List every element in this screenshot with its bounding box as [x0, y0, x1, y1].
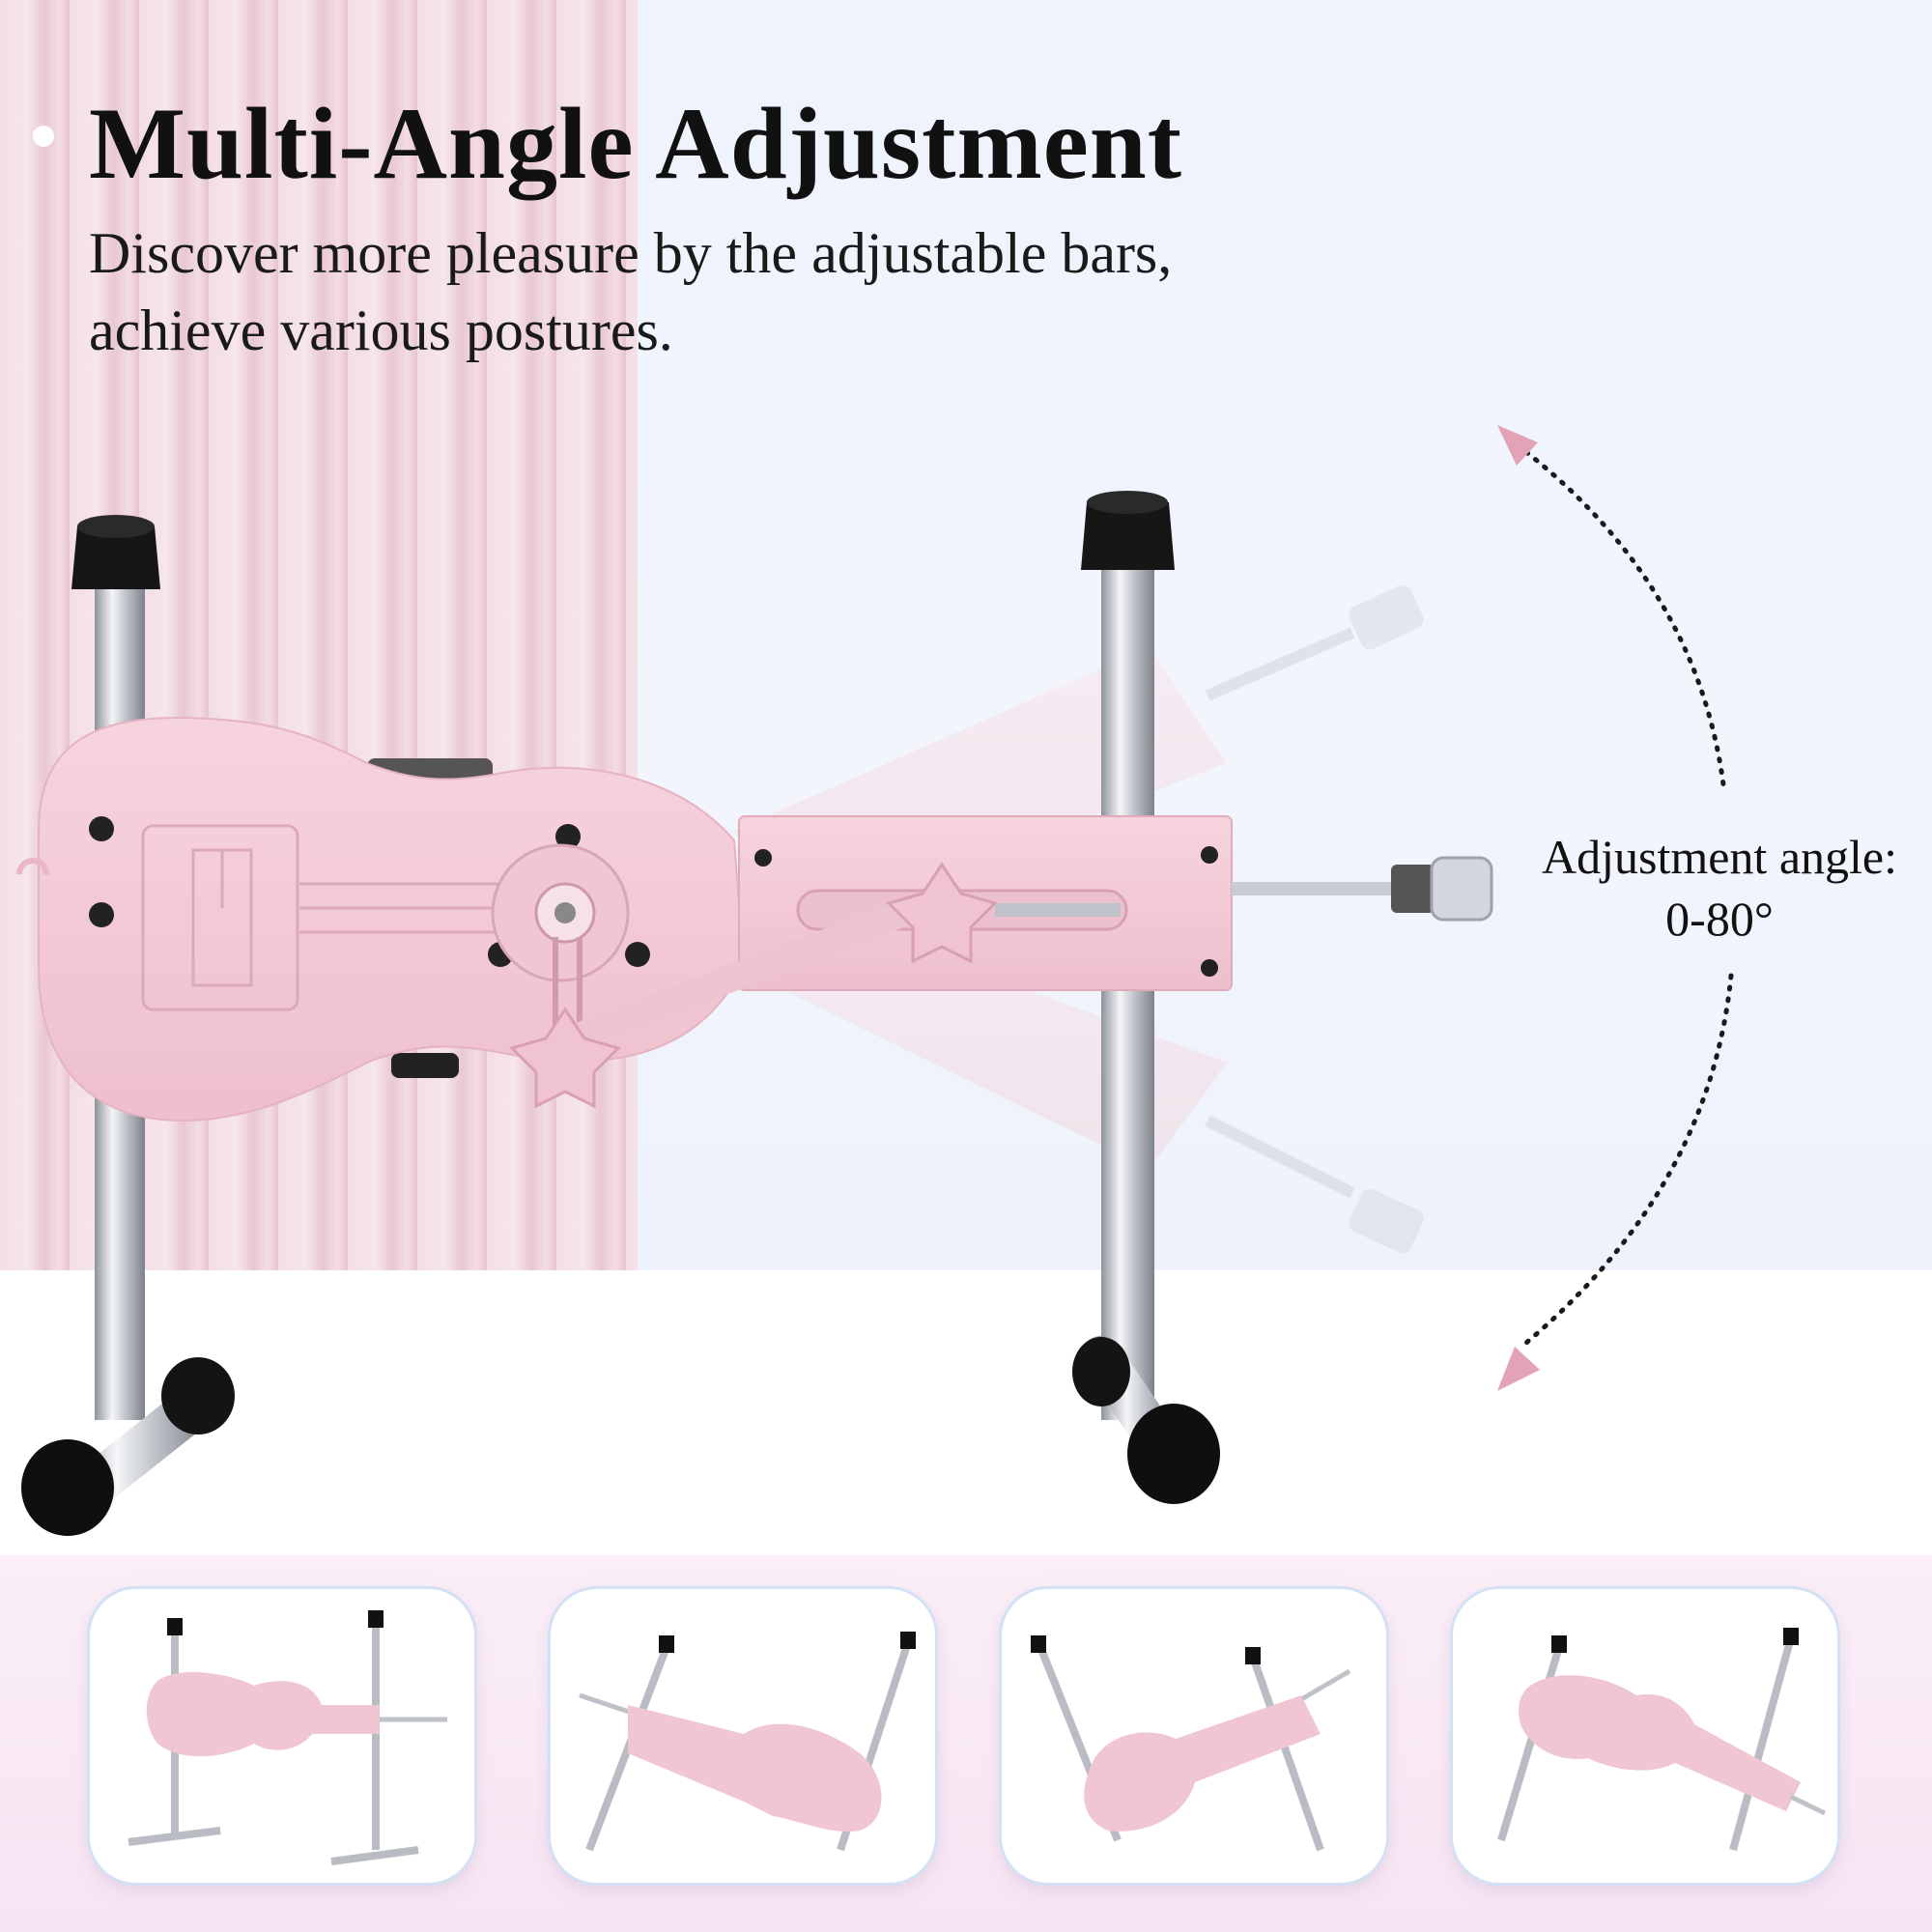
thumbnail-pose-tilted-up-right [1002, 1589, 1386, 1883]
adjustment-arc-indicator [1497, 425, 1734, 1391]
thumbnail-pose-horizontal [90, 1589, 474, 1883]
pink-machine-body [16, 717, 746, 1122]
adjustment-angle-caption: Adjustment angle: [1542, 830, 1897, 884]
bullet-dot-icon [33, 126, 54, 147]
adjustable-arm [509, 815, 1493, 1109]
arrow-down-icon [1497, 1347, 1540, 1391]
page-subtitle: Discover more pleasure by the adjustable… [89, 214, 1172, 369]
arrow-up-icon [1497, 425, 1538, 466]
thumbnail-pose-tilted-down-right [1453, 1589, 1837, 1883]
adjustment-angle-label: Adjustment angle: 0-80° [1517, 826, 1922, 950]
subtitle-line-1: Discover more pleasure by the adjustable… [89, 221, 1173, 285]
product-illustration [16, 425, 1734, 1536]
right-stand-leg [1072, 491, 1220, 1504]
thumbnail-pose-tilted-down-left [551, 1589, 935, 1883]
adjustment-angle-value: 0-80° [1665, 892, 1774, 946]
page-title: Multi-Angle Adjustment [89, 87, 1183, 200]
floor-background [0, 1270, 1932, 1555]
subtitle-line-2: achieve various postures. [89, 298, 673, 362]
